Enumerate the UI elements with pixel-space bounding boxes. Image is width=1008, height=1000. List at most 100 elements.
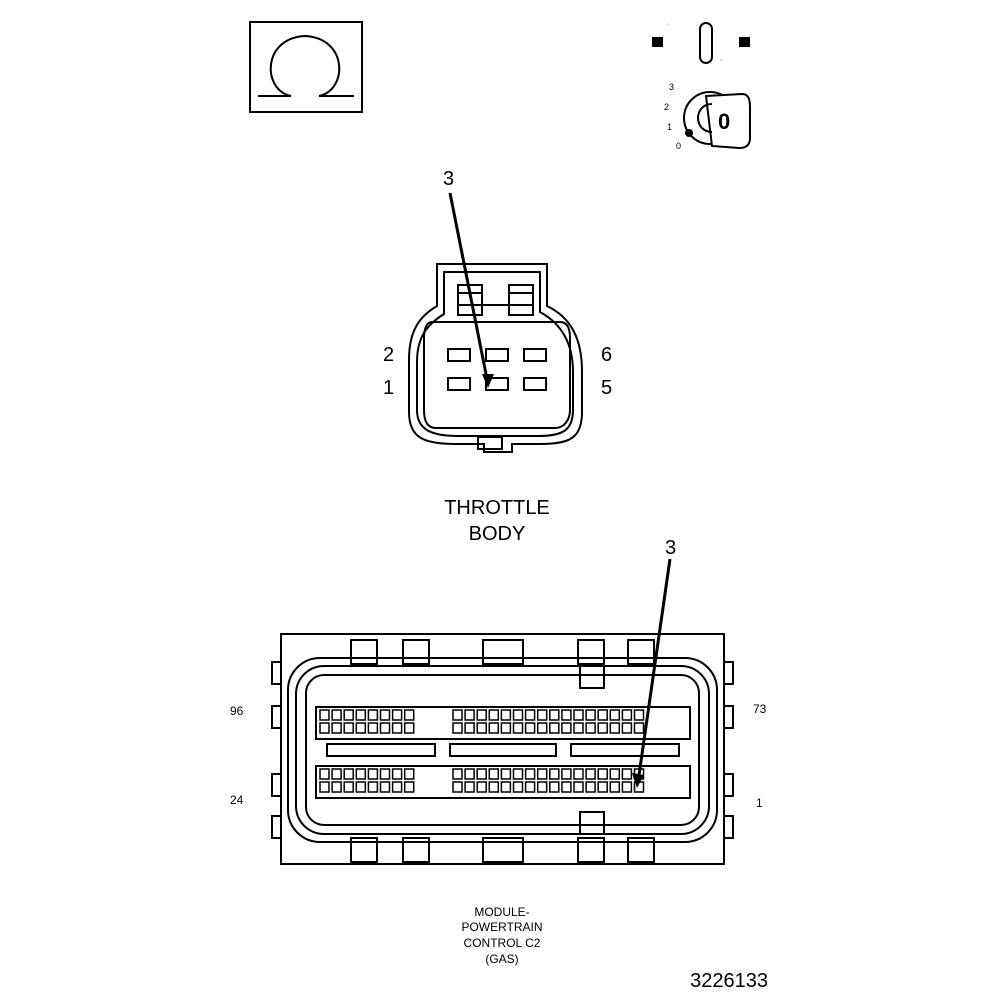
pcm-title-line1: MODULE-: [474, 905, 529, 919]
pcm-pin-cavity: [621, 722, 633, 734]
pcm-pin-cavity: [452, 709, 463, 721]
pcm-pin-cavity: [633, 709, 645, 721]
pcm-pin-cavity: [512, 709, 524, 721]
pcm-pin-label-96: 96: [230, 704, 244, 718]
pcm-pin-label-24: 24: [230, 793, 244, 807]
pcm-pin-cavity: [561, 722, 572, 734]
pcm-pin-cavity: [488, 781, 500, 793]
pcm-pin-cavity: [585, 722, 596, 734]
pcm-pin-cavity: [536, 709, 548, 721]
pcm-pin-cavity: [488, 768, 500, 780]
throttle-pin-label-2: 2: [383, 344, 394, 366]
pcm-pin-cavity: [585, 709, 596, 721]
pcm-pointer-label: 3: [665, 537, 676, 559]
pcm-pin-cavity: [319, 709, 330, 721]
pcm-pin-cavity: [500, 781, 512, 793]
pcm-pin-cavity: [597, 722, 608, 734]
throttle-pin-4: [485, 348, 509, 362]
pcm-pin-cavity: [355, 768, 367, 780]
pcm-pin-cavity: [367, 768, 379, 780]
pcm-pin-cavity: [343, 709, 354, 721]
pcm-pin-cavity: [355, 722, 367, 734]
pcm-pin-cavities: [319, 709, 645, 793]
pcm-pin-cavity: [391, 722, 403, 734]
pcm-pin-cavity: [500, 722, 512, 734]
pcm-pin-cavity: [524, 781, 536, 793]
svg-text:·: ·: [667, 21, 669, 28]
pcm-pin-cavity: [609, 768, 621, 780]
pcm-pin-cavity: [597, 709, 608, 721]
pcm-pin-cavity: [331, 722, 342, 734]
pcm-pin-cavity: [379, 768, 391, 780]
pcm-pin-cavity: [343, 722, 354, 734]
pcm-pin-cavity: [464, 768, 475, 780]
throttle-pointer-label: 3: [443, 168, 454, 190]
throttle-pin-3: [485, 377, 509, 391]
pcm-pin-cavity: [609, 709, 621, 721]
pcm-pin-cavity: [621, 781, 633, 793]
throttle-pin-1: [447, 377, 471, 391]
pcm-pin-cavity: [464, 722, 475, 734]
pcm-pin-cavity: [561, 709, 572, 721]
throttle-body-pin-cavities: [447, 348, 547, 391]
pcm-pin-cavity: [549, 722, 560, 734]
throttle-pin-2: [447, 348, 471, 362]
pcm-pin-cavity: [512, 781, 524, 793]
pcm-pin-cavity: [549, 709, 560, 721]
pcm-pin-label-73: 73: [753, 702, 767, 716]
pcm-pin-cavity: [476, 768, 487, 780]
pcm-pin-cavity: [403, 781, 415, 793]
pcm-pin-cavity: [500, 768, 512, 780]
pcm-pin-cavity: [561, 781, 572, 793]
pcm-pin-cavity: [452, 722, 463, 734]
throttle-body-connector: [408, 263, 583, 453]
pcm-pin-cavity: [573, 709, 584, 721]
throttle-pin-6: [523, 348, 547, 362]
pcm-pin-cavity: [512, 768, 524, 780]
pcm-pin-cavity: [573, 722, 584, 734]
pcm-pin-cavity: [452, 781, 463, 793]
pcm-pin-cavity: [367, 709, 379, 721]
ohmmeter-icon: [249, 21, 363, 113]
pcm-pin-cavity: [549, 768, 560, 780]
pcm-pin-cavity: [379, 722, 391, 734]
pcm-title-line3: CONTROL C2: [464, 936, 541, 950]
pcm-pin-cavity: [403, 722, 415, 734]
pcm-pointer-line: [636, 558, 672, 783]
pcm-pin-cavity: [379, 709, 391, 721]
pcm-pin-cavity: [403, 709, 415, 721]
pcm-pin-cavity: [536, 768, 548, 780]
throttle-body-title-line2: BODY: [469, 523, 526, 545]
pcm-pin-cavity: [524, 709, 536, 721]
pcm-pin-cavity: [343, 781, 354, 793]
pcm-pin-cavity: [536, 722, 548, 734]
pcm-pin-cavity: [609, 722, 621, 734]
pcm-pin-cavity: [391, 781, 403, 793]
pcm-pin-cavity: [488, 722, 500, 734]
pcm-pin-cavity: [391, 709, 403, 721]
key-position-0: 0: [676, 141, 681, 151]
pcm-pin-cavity: [476, 709, 487, 721]
pcm-pin-cavity: [355, 709, 367, 721]
pcm-pin-cavity: [464, 781, 475, 793]
pcm-pin-cavity: [585, 781, 596, 793]
pcm-pin-cavity: [621, 768, 633, 780]
pcm-pin-cavity: [633, 722, 645, 734]
pcm-pin-cavity: [476, 781, 487, 793]
pcm-pin-cavity: [391, 768, 403, 780]
pcm-pin-cavity: [452, 768, 463, 780]
pcm-pin-cavity: [609, 781, 621, 793]
pcm-title-line4: (GAS): [485, 952, 518, 966]
pcm-pin-cavity: [355, 781, 367, 793]
pcm-pin-cavity: [585, 768, 596, 780]
pcm-pin-cavity: [488, 709, 500, 721]
throttle-pointer-line: [448, 192, 490, 385]
pcm-title-line2: POWERTRAIN: [461, 920, 542, 934]
figure-number: 3226133: [690, 970, 768, 992]
throttle-pin-label-1: 1: [383, 377, 394, 399]
key-position-2: 2: [664, 102, 669, 112]
key-position-3: 3: [669, 82, 674, 92]
pcm-pin-cavity: [331, 781, 342, 793]
pcm-pin-cavity: [343, 768, 354, 780]
